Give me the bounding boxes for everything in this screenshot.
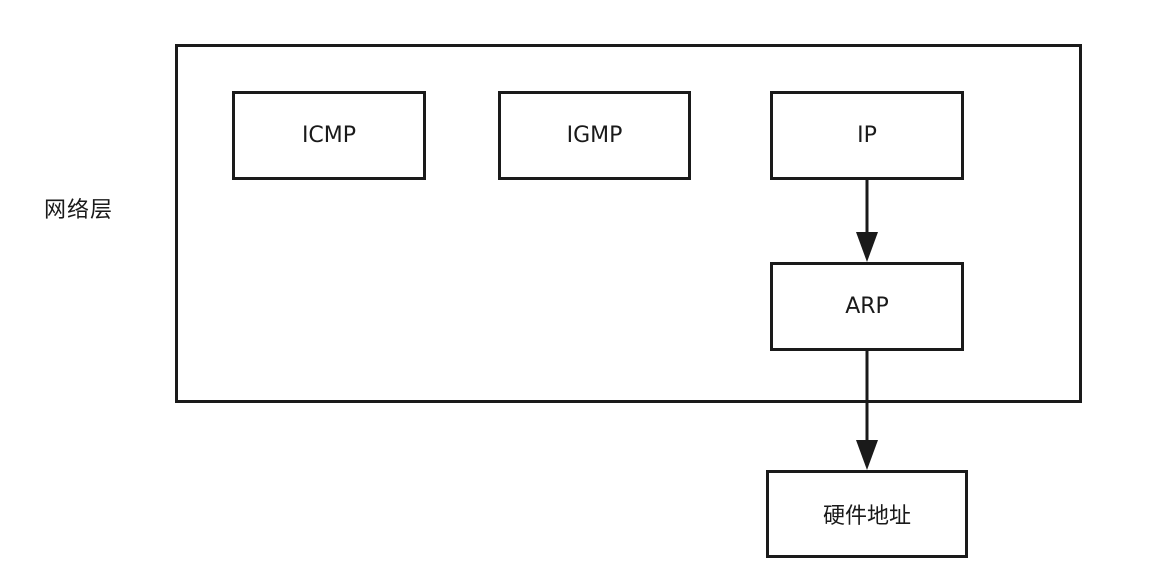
igmp-label: IGMP xyxy=(566,123,623,148)
network-layer-label: 网络层 xyxy=(44,198,114,223)
arp-node: ARP xyxy=(770,262,964,351)
hardware-address-label: 硬件地址 xyxy=(822,504,911,529)
icmp-label: ICMP xyxy=(301,123,357,148)
hardware-address-node: 硬件地址 xyxy=(766,470,968,558)
arp-label: ARP xyxy=(845,294,889,319)
ip-label: IP xyxy=(857,123,877,148)
igmp-node: IGMP xyxy=(498,91,691,180)
arp-to-hardware-arrowhead xyxy=(856,440,878,470)
ip-node: IP xyxy=(770,91,964,180)
icmp-node: ICMP xyxy=(232,91,426,180)
